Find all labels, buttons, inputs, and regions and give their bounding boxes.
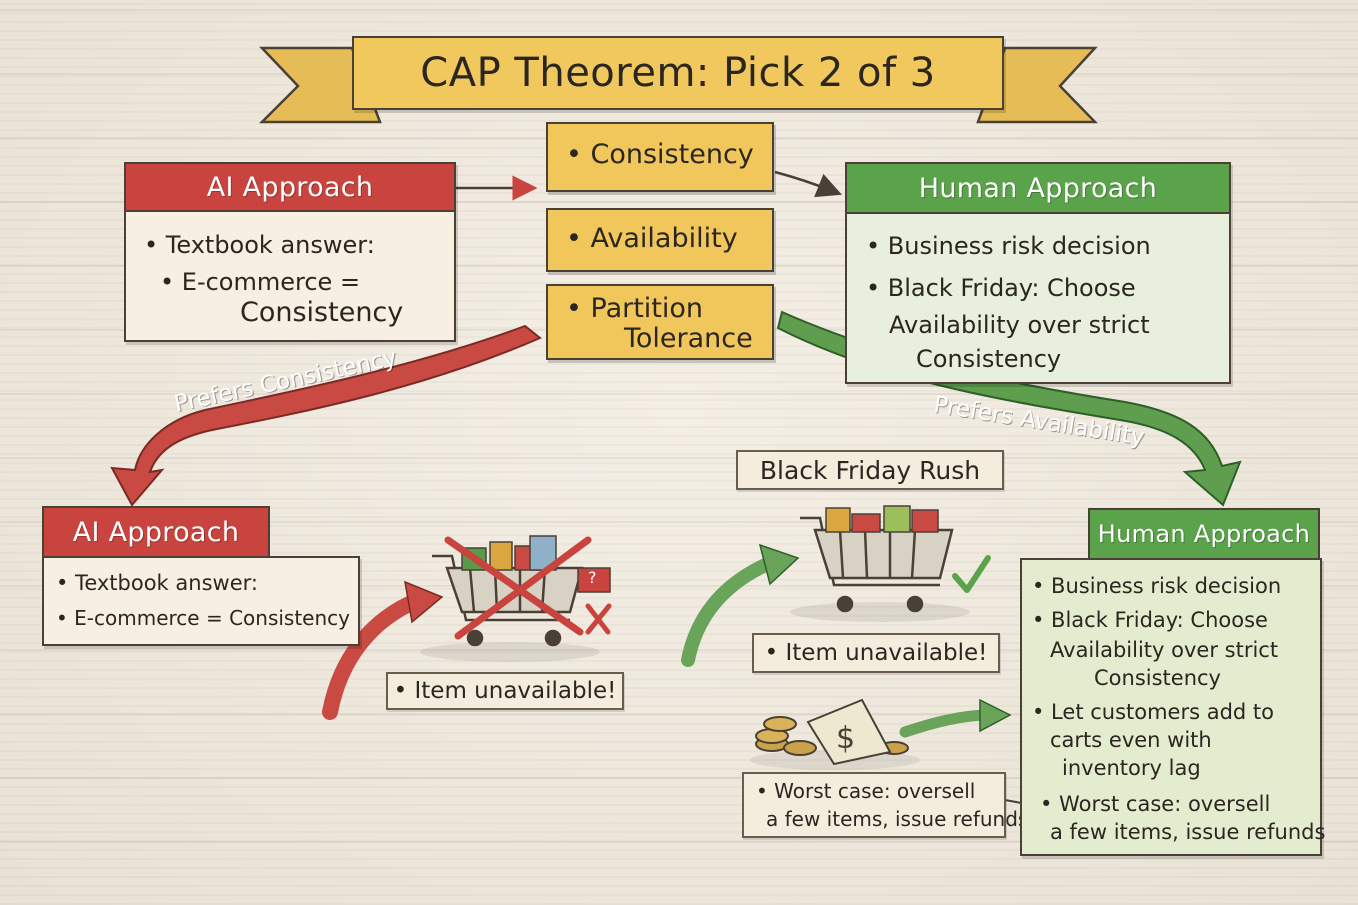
human-bottom-line-2: • Black Friday: Choose (1032, 608, 1268, 632)
black-friday-rush: Black Friday Rush (736, 450, 1004, 490)
human-approach-bottom (1020, 558, 1322, 856)
ai-top-line-3: Consistency (240, 297, 404, 328)
ai-approach-bottom-header: AI Approach (42, 506, 270, 558)
human-bottom-line-9: a few items, issue refunds (1050, 820, 1326, 844)
human-bottom-line-8: • Worst case: oversell (1040, 792, 1271, 816)
check-mark-icon (952, 555, 991, 593)
arrow-consistency-to-human (774, 170, 842, 198)
human-top-line-1: • Business risk decision (866, 232, 1151, 260)
human-top-line-4: Consistency (916, 345, 1062, 373)
question-tag-text: ? (588, 568, 597, 587)
question-tag-icon (577, 567, 611, 593)
cap-partition-tolerance: • Partition Tolerance (546, 284, 774, 360)
ai-bottom-line-2: • E-commerce = Consistency (56, 606, 350, 630)
small-x-icon (585, 603, 612, 635)
item-unavailable-left: • Item unavailable! (386, 672, 624, 710)
human-bottom-line-1: • Business risk decision (1032, 574, 1282, 598)
human-bottom-line-3: Availability over strict (1050, 638, 1279, 662)
human-approach-bottom-header: Human Approach (1088, 508, 1320, 560)
title-banner: CAP Theorem: Pick 2 of 3 (352, 36, 1004, 110)
cart-available-icon (790, 505, 970, 622)
item-unavailable-mid: • Item unavailable! (752, 633, 1000, 673)
cross-mark-icon (444, 536, 592, 640)
red-curved-arrow (110, 324, 542, 507)
cap-availability: • Availability (546, 208, 774, 272)
ai-approach-bottom (42, 556, 360, 646)
human-bottom-line-5: • Let customers add to (1032, 700, 1275, 724)
green-small-arrow (681, 555, 779, 667)
ai-bottom-line-1: • Textbook answer: (56, 571, 258, 595)
human-top-line-2: • Black Friday: Choose (866, 274, 1136, 302)
page-title: CAP Theorem: Pick 2 of 3 (420, 50, 936, 96)
human-bottom-line-6: carts even with (1050, 728, 1212, 752)
cap-consistency: • Consistency (546, 122, 774, 192)
svg-text:$: $ (836, 721, 855, 756)
money-icon: $ (750, 698, 920, 770)
human-approach-top-header: Human Approach (845, 162, 1231, 214)
worst-case-note: • Worst case: oversell a few items, issu… (742, 772, 1028, 838)
human-top-line-3: Availability over strict (889, 311, 1150, 339)
ai-top-line-2: • E-commerce = (160, 268, 361, 296)
human-bottom-line-4: Consistency (1094, 666, 1221, 690)
ai-approach-top-header: AI Approach (124, 162, 456, 212)
green-money-arrow (899, 709, 991, 738)
ai-top-line-1: • Textbook answer: (144, 231, 375, 259)
human-bottom-line-7: inventory lag (1062, 756, 1201, 780)
